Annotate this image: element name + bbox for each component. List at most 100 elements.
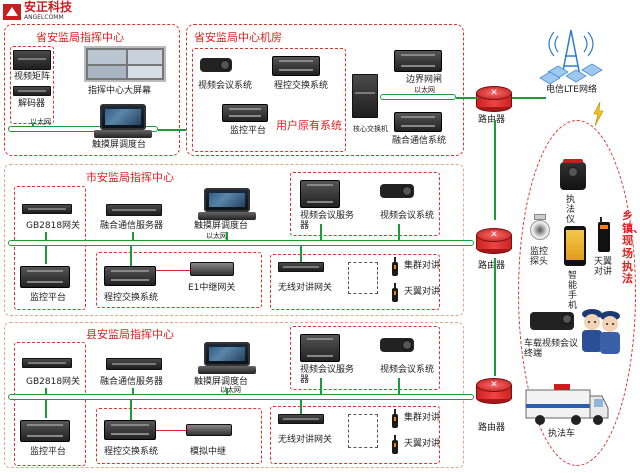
province-room-title: 省安监局中心机房 bbox=[194, 31, 282, 44]
county-touch-console-device bbox=[198, 342, 256, 374]
city-fusion-server-label: 融合通信服务器 bbox=[100, 221, 164, 231]
county-fusion-server-device bbox=[106, 358, 162, 370]
county-fusion-server-label: 融合通信服务器 bbox=[100, 377, 164, 387]
city-trunk-radio-label: 集群对讲 bbox=[404, 261, 441, 271]
law-recorder-icon bbox=[560, 159, 586, 190]
city-tianyi-radio-icon bbox=[392, 283, 398, 302]
decoder-device bbox=[13, 86, 51, 96]
city-pbx-label: 程控交换系统 bbox=[104, 293, 159, 303]
city-video-box bbox=[290, 172, 440, 236]
smart-phone-label: 智能手机 bbox=[568, 271, 578, 311]
county-trunk-radio-label: 集群对讲 bbox=[404, 413, 441, 423]
province-room-box bbox=[186, 24, 464, 156]
city-pbx-device bbox=[104, 266, 156, 286]
county-video-box bbox=[290, 326, 440, 390]
vehicle-video-icon bbox=[530, 312, 574, 330]
city-pbx-box bbox=[96, 252, 262, 308]
core-switch-device bbox=[352, 74, 378, 118]
big-screen-label: 指挥中心大屏幕 bbox=[88, 86, 152, 96]
city-video-server-device bbox=[300, 180, 340, 208]
monitor-camera-icon bbox=[530, 214, 550, 240]
county-video-system-label: 视频会议系统 bbox=[380, 365, 435, 375]
city-fusion-server-device bbox=[106, 204, 162, 216]
county-analog-relay-device bbox=[186, 424, 232, 436]
city-router: ✕ bbox=[476, 228, 512, 254]
video-conf-label: 视频会议系统 bbox=[198, 81, 253, 91]
tianyi-radio-icon bbox=[598, 217, 610, 252]
monitor-platform-device bbox=[222, 104, 268, 122]
county-gb-gateway-label: GB2818网关 bbox=[26, 377, 81, 387]
border-gateway-label: 边界网闸 bbox=[406, 75, 443, 85]
police-officers-icon bbox=[582, 309, 620, 354]
city-radio-cluster-icon bbox=[348, 262, 378, 294]
smart-phone-icon bbox=[564, 226, 586, 266]
city-e1-gateway-label: E1中继网关 bbox=[188, 283, 236, 293]
province-room-ethernet-bus bbox=[380, 94, 456, 100]
border-gateway-device bbox=[394, 50, 442, 72]
province-command-ethernet-bus bbox=[8, 126, 158, 132]
county-pbx-label: 程控交换系统 bbox=[104, 447, 159, 457]
law-recorder-label: 执法仪 bbox=[566, 195, 576, 225]
city-video-system-device bbox=[380, 184, 414, 198]
city-gb-gateway-device bbox=[22, 204, 72, 214]
city-touch-console-label: 触摸屏调度台 bbox=[194, 221, 249, 231]
county-analog-relay-label: 模拟中继 bbox=[190, 447, 227, 457]
county-ethernet-label: 以太网 bbox=[220, 386, 241, 394]
county-router-label: 路由器 bbox=[478, 423, 506, 433]
county-video-server-device bbox=[300, 334, 340, 362]
city-router-label: 路由器 bbox=[478, 261, 506, 271]
county-pbx-device bbox=[104, 420, 156, 440]
county-radio-box bbox=[270, 406, 440, 464]
logo: 安正科技 ANGELCOMM bbox=[2, 0, 102, 24]
city-monitor-label: 监控平台 bbox=[30, 293, 67, 303]
county-gb-gateway-device bbox=[22, 358, 72, 368]
county-touch-console-label: 触摸屏调度台 bbox=[194, 377, 249, 387]
county-monitor-label: 监控平台 bbox=[30, 447, 67, 457]
video-matrix-device bbox=[13, 50, 51, 70]
field-title: 乡镇、现场执法 bbox=[622, 209, 640, 286]
county-radio-gateway-device bbox=[278, 414, 324, 424]
city-gb-box bbox=[14, 186, 86, 310]
core-switch-label: 核心交换机 bbox=[353, 125, 388, 133]
law-car-label: 执法车 bbox=[548, 429, 576, 439]
province-room-ethernet-label: 以太网 bbox=[414, 86, 435, 94]
existing-system-label: 用户原有系统 bbox=[276, 119, 342, 132]
county-pbx-box bbox=[96, 408, 262, 464]
province-router-label: 路由器 bbox=[478, 115, 506, 125]
county-radio-gateway-label: 无线对讲网关 bbox=[278, 435, 333, 445]
county-router: ✕ bbox=[476, 378, 512, 404]
county-monitor-device bbox=[20, 420, 70, 442]
city-gb-gateway-label: GB2818网关 bbox=[26, 221, 81, 231]
province-touch-console-label: 触摸屏调度台 bbox=[92, 140, 147, 150]
province-router: ✕ bbox=[476, 86, 512, 112]
city-touch-console-device bbox=[198, 188, 256, 220]
field-tianyi-radio-label: 天翼对讲 bbox=[594, 257, 613, 277]
province-touch-console-device bbox=[94, 104, 152, 138]
city-command-title: 市安监局指挥中心 bbox=[86, 171, 174, 184]
city-radio-gateway-device bbox=[278, 262, 324, 272]
county-tianyi-radio-label: 天翼对讲 bbox=[404, 439, 441, 449]
city-video-system-label: 视频会议系统 bbox=[380, 211, 435, 221]
city-monitor-device bbox=[20, 266, 70, 288]
county-tianyi-radio-icon bbox=[392, 435, 398, 454]
city-tianyi-radio-label: 天翼对讲 bbox=[404, 287, 441, 297]
city-video-server-label: 视频会议服务器 bbox=[300, 211, 355, 231]
field-ellipse bbox=[518, 120, 636, 466]
city-radio-gateway-label: 无线对讲网关 bbox=[278, 283, 333, 293]
fusion-system-device bbox=[394, 112, 442, 132]
county-gb-box bbox=[14, 342, 86, 466]
monitor-platform-label: 监控平台 bbox=[230, 126, 267, 136]
big-screen-device bbox=[84, 46, 166, 82]
province-command-title: 省安监局指挥中心 bbox=[36, 31, 124, 44]
decoder-label: 解码器 bbox=[18, 99, 46, 109]
province-command-box bbox=[4, 24, 180, 156]
video-matrix-label: 视频矩阵 bbox=[14, 72, 51, 82]
city-ethernet-label: 以太网 bbox=[206, 232, 227, 240]
fusion-system-label: 融合通信系统 bbox=[392, 136, 447, 146]
county-ethernet-bus bbox=[8, 394, 474, 400]
lte-label: 电信LTE网络 bbox=[546, 85, 597, 95]
city-ethernet-bus bbox=[8, 240, 474, 246]
vehicle-video-label: 车载视频会议终端 bbox=[524, 339, 579, 359]
city-radio-box bbox=[270, 254, 440, 310]
county-video-system-device bbox=[380, 338, 414, 352]
